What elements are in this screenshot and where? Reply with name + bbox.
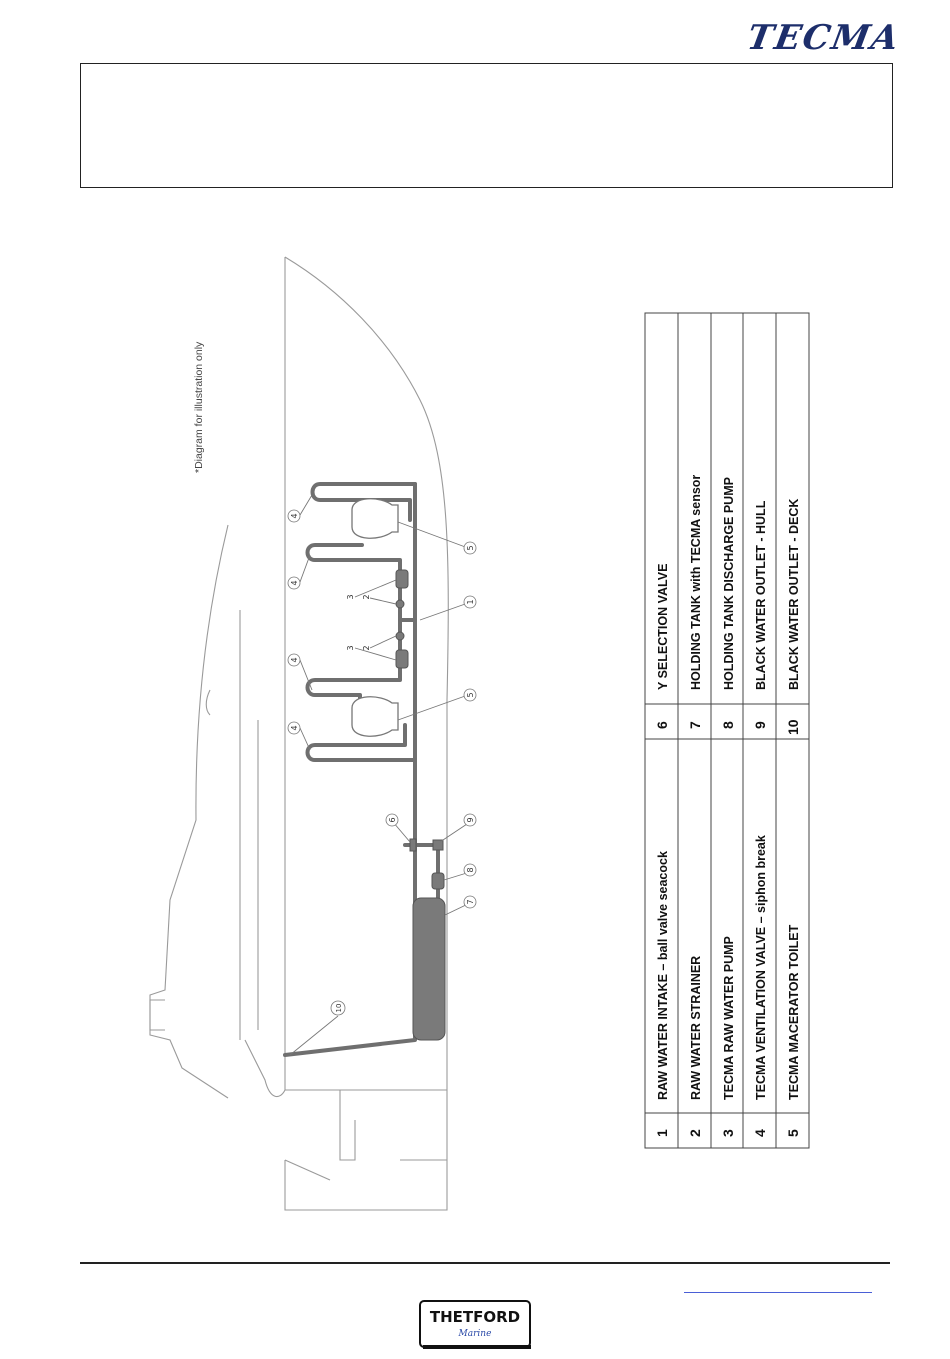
callout-1: 1	[466, 599, 475, 604]
legend-label: RAW WATER STRAINER	[689, 956, 703, 1100]
boat-hull-outline	[149, 256, 449, 1211]
legend-label: RAW WATER INTAKE – ball valve seacock	[656, 851, 670, 1100]
legend-label: TECMA MACERATOR TOILET	[787, 924, 801, 1100]
legend-num: 3	[720, 1129, 736, 1137]
callout-2: 2	[362, 594, 371, 599]
callouts: 4 4 4 4 5 5 1 3 2 3 2 6 9 8 7 10	[287, 509, 477, 1016]
logo-sub-text: Marine	[458, 1329, 492, 1339]
callout-3: 3	[346, 645, 355, 650]
callout-4: 4	[290, 580, 299, 585]
callout-2: 2	[362, 645, 371, 650]
logo-main-text: THETFORD	[430, 1308, 520, 1326]
legend-num: 5	[785, 1129, 801, 1137]
legend-num: 6	[654, 721, 670, 729]
toilet-icon	[351, 696, 399, 737]
callout-9: 9	[466, 817, 475, 822]
legend-label: HOLDING TANK with TECMA sensor	[689, 475, 703, 690]
callout-leaders	[289, 494, 471, 1056]
callout-5: 5	[466, 692, 475, 697]
footer-link-underline[interactable]	[684, 1292, 872, 1293]
legend-label: BLACK WATER OUTLET - HULL	[754, 500, 768, 690]
legend-num: 10	[785, 719, 801, 735]
legend-num: 9	[752, 721, 768, 729]
legend-label: BLACK WATER OUTLET - DECK	[787, 499, 801, 690]
callout-3: 3	[346, 594, 355, 599]
thetford-marine-logo: THETFORD Marine	[419, 1300, 531, 1349]
legend-table: 1 2 3 4 5 RAW WATER INTAKE – ball valve …	[644, 312, 810, 1149]
callout-5: 5	[466, 545, 475, 550]
toilets	[351, 498, 399, 737]
components	[395, 569, 446, 1041]
callout-6: 6	[388, 817, 397, 822]
pump-icon	[395, 569, 409, 589]
header-box	[80, 63, 893, 188]
legend-label: HOLDING TANK DISCHARGE PUMP	[722, 477, 736, 690]
legend-num: 8	[720, 721, 736, 729]
legend-num: 1	[654, 1129, 670, 1137]
pump-icon	[395, 649, 409, 669]
holding-tank-icon	[412, 897, 446, 1041]
callout-4: 4	[290, 657, 299, 662]
callout-4: 4	[290, 725, 299, 730]
callout-7: 7	[466, 899, 475, 904]
legend-num: 4	[752, 1129, 768, 1137]
legend-label: Y SELECTION VALVE	[656, 564, 670, 690]
legend-num: 2	[687, 1129, 703, 1137]
legend-num: 7	[687, 721, 703, 729]
callout-4: 4	[290, 513, 299, 518]
illustration-note: *Diagram for illustration only	[193, 341, 205, 473]
discharge-pump-icon	[431, 872, 445, 890]
callout-10: 10	[335, 1004, 343, 1013]
legend-label: TECMA RAW WATER PUMP	[722, 936, 736, 1100]
toilet-icon	[351, 498, 399, 539]
callout-8: 8	[466, 867, 475, 872]
footer-divider	[80, 1262, 890, 1264]
legend-label: TECMA VENTILATION VALVE – siphon break	[754, 835, 768, 1100]
